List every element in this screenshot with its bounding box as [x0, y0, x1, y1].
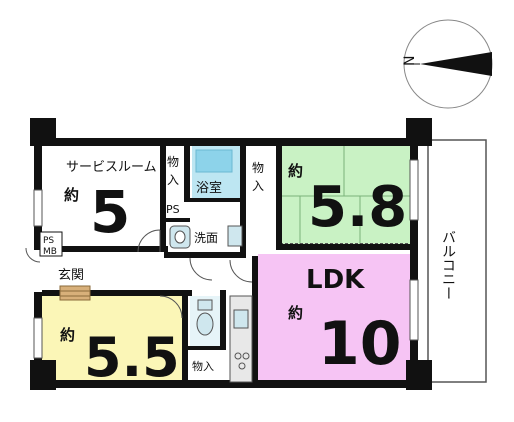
compass-north-label: N [402, 56, 418, 66]
tatami-lines [280, 144, 410, 244]
kitchen-counter [229, 295, 253, 383]
bath-label: 浴室 [196, 180, 222, 196]
toilet-icon [196, 312, 214, 336]
japanese-room-size: 5.8 [308, 175, 407, 240]
washroom-label: 洗面 [194, 231, 218, 245]
ps-upper-label: PS [166, 203, 180, 216]
ldk-name: LDK [306, 265, 365, 295]
washing-machine [227, 225, 243, 247]
bedroom-floor [42, 296, 184, 382]
balcony-label: バルコニー [440, 230, 456, 300]
ldk-prefix: 約 [288, 304, 303, 322]
compass-needle-icon [420, 52, 492, 76]
door-swings [25, 229, 253, 319]
entrance-label: 玄関 [58, 268, 84, 283]
storage-east-label-2: 入 [252, 179, 264, 193]
storage-north-label-2: 入 [167, 173, 179, 187]
bath-tub [195, 149, 233, 173]
entrance-step [59, 285, 91, 301]
ps-mb-box: PS MB [39, 231, 63, 257]
storage-east-label-1: 物 [252, 161, 264, 175]
storage-north-label-1: 物 [167, 155, 179, 169]
ps-mb-label-2: MB [43, 247, 57, 257]
windows [33, 159, 419, 359]
ps-mb-label-1: PS [43, 236, 54, 246]
bedroom-prefix: 約 [60, 326, 75, 344]
service-room-prefix: 約 [64, 186, 79, 204]
ldk-floor [258, 254, 416, 382]
bedroom-size: 5.5 [84, 326, 180, 389]
ldk-size: 10 [318, 309, 402, 379]
storage-small-label: 物入 [192, 359, 214, 373]
balcony [427, 139, 487, 383]
japanese-room-floor [280, 144, 410, 244]
service-room-size: 5 [90, 178, 130, 246]
japanese-room-prefix: 約 [288, 162, 303, 180]
service-room-name: サービスルーム [66, 160, 157, 175]
compass: N [402, 19, 493, 109]
